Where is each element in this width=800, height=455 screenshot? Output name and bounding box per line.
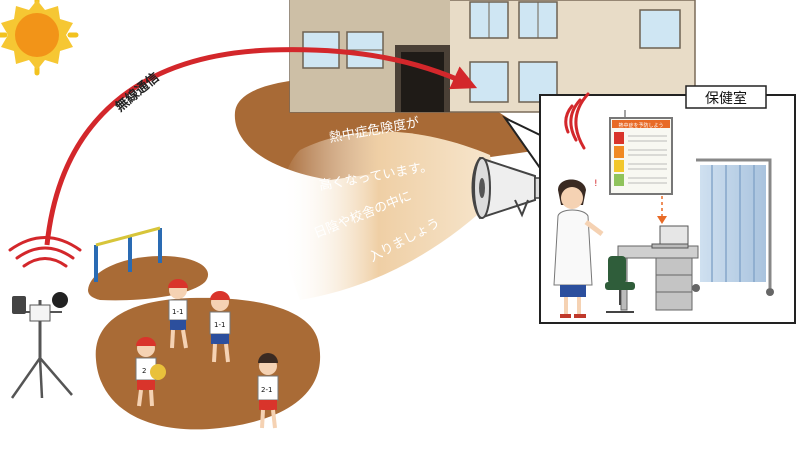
child-1: 1-1 [168,279,188,349]
sun-icon [0,0,79,76]
nurse: ! [553,179,604,318]
child-4: 2-1 [257,353,279,429]
bed-curtain [692,158,774,296]
bar-dirt-patch [88,255,209,301]
poster-title: 熱中症を予防しよう [618,122,663,129]
speaker-signal-icon [564,92,590,150]
bib-number: 2 [142,367,146,375]
desk [617,225,699,311]
health-room-panel: 保健室 熱中症を予防しよう [539,85,796,324]
announcement-sound-cone [281,131,498,300]
bib-number: 1-1 [214,321,225,329]
health-room-label: 保健室 [705,90,747,107]
wireless-label: 無線通信 [112,69,162,115]
school-building [289,0,696,113]
laptop-icon [651,225,689,249]
child-2: 1-1 [209,291,231,363]
office-chair [605,256,635,313]
svg-text:!: ! [594,179,598,189]
bib-number: 1-1 [172,308,183,316]
megaphone-icon [471,156,550,220]
heatstroke-poster: 熱中症を予防しよう [609,110,673,195]
child-3: 2 [135,337,166,407]
bib-number: 2-1 [261,386,272,394]
playground-dirt-patch [95,297,321,430]
horizontal-bar [94,226,162,282]
wbgt-sensor [8,236,82,399]
wireless-signal-arc [44,47,478,246]
